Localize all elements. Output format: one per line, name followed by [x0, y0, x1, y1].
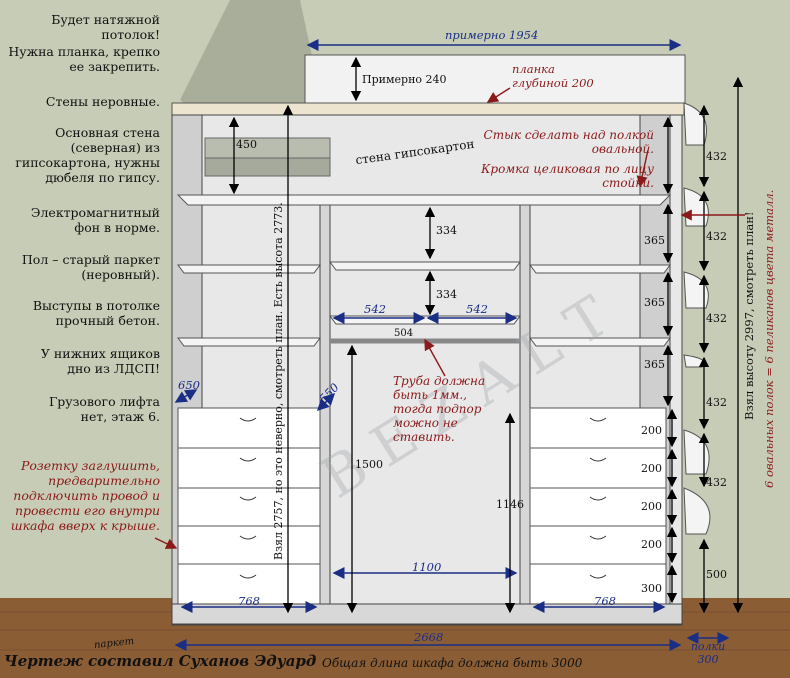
drawers-left	[177, 407, 321, 605]
dim-334-bottom: 334	[436, 288, 457, 301]
dim-365-b: 365	[644, 296, 665, 309]
dim-542-right: 542	[466, 302, 488, 316]
note-floor: Пол – старый паркет (неровный).	[21, 252, 160, 282]
note-walls: Стены неровные.	[45, 94, 160, 109]
dim-650: 650	[178, 378, 200, 392]
dim-200-a: 200	[641, 424, 662, 437]
dim-432-a: 432	[706, 150, 727, 163]
note-elevator: Грузового лифта нет, этаж 6.	[48, 394, 160, 424]
note-plank: Нужна планка, крепко ее закрепить.	[8, 44, 160, 74]
dim-432-e: 432	[706, 476, 727, 489]
plank	[171, 102, 685, 116]
note-total-length: Общая длина шкафа должна быть 3000	[322, 656, 583, 670]
dim-432-d: 432	[706, 396, 727, 409]
note-main-wall: Основная стена (северная) из гипсокартон…	[15, 125, 160, 185]
note-pipe: Труба должна быть 1мм., тогда подпор мож…	[393, 374, 486, 444]
note-height-left: Взял 2757, но это неверно, смотреть план…	[272, 202, 285, 560]
note-joint: Стык сделать над полкой овальной.	[483, 128, 654, 156]
note-ceiling: Будет натяжной потолок!	[51, 12, 160, 42]
label-top-width: примерно 1954	[445, 28, 539, 42]
dim-200-b: 200	[641, 462, 662, 475]
shelf	[176, 194, 672, 206]
dim-450: 450	[236, 138, 257, 151]
note-drawer-bottom: У нижних ящиков дно из ЛДСП!	[40, 346, 160, 376]
dim-1146: 1146	[496, 498, 524, 511]
dim-200-d: 200	[641, 538, 662, 551]
upright-right	[519, 194, 531, 626]
dim-1100: 1100	[412, 560, 442, 574]
dim-504: 504	[394, 328, 414, 339]
dim-768-left: 768	[238, 594, 260, 608]
note-height-right: Взял высоту 2997, смотреть план!	[742, 211, 756, 420]
dim-300: 300	[641, 582, 662, 595]
drawers-right	[529, 407, 667, 605]
author-caption: Чертеж составил Суханов Эдуард	[4, 652, 317, 670]
note-edge: Кромка целиковая по лицу стойки.	[481, 162, 654, 190]
dim-200-c: 200	[641, 500, 662, 513]
label-shelves-300: полки 300	[690, 640, 726, 666]
dim-365-a: 365	[644, 234, 665, 247]
dim-365-c: 365	[644, 358, 665, 371]
note-ceiling-ledge: Выступы в потолке прочный бетон.	[32, 298, 160, 328]
label-plank: планка глубиной 200	[512, 62, 594, 90]
note-oval-shelves: 6 овальных полок = 6 пеликанов цвета мет…	[762, 189, 776, 488]
dim-334-top: 334	[436, 224, 457, 237]
dim-2668: 2668	[414, 630, 444, 644]
dim-500: 500	[706, 568, 727, 581]
label-approx-height: Примерно 240	[362, 73, 447, 86]
note-em-field: Электромагнитный фон в норме.	[30, 205, 160, 235]
upright-left	[319, 194, 331, 626]
dim-768-right: 768	[594, 594, 616, 608]
dim-432-b: 432	[706, 230, 727, 243]
dim-1500: 1500	[355, 458, 383, 471]
note-socket: Розетку заглушить, предварительно подклю…	[10, 458, 160, 533]
dim-432-c: 432	[706, 312, 727, 325]
dim-542-left: 542	[364, 302, 386, 316]
